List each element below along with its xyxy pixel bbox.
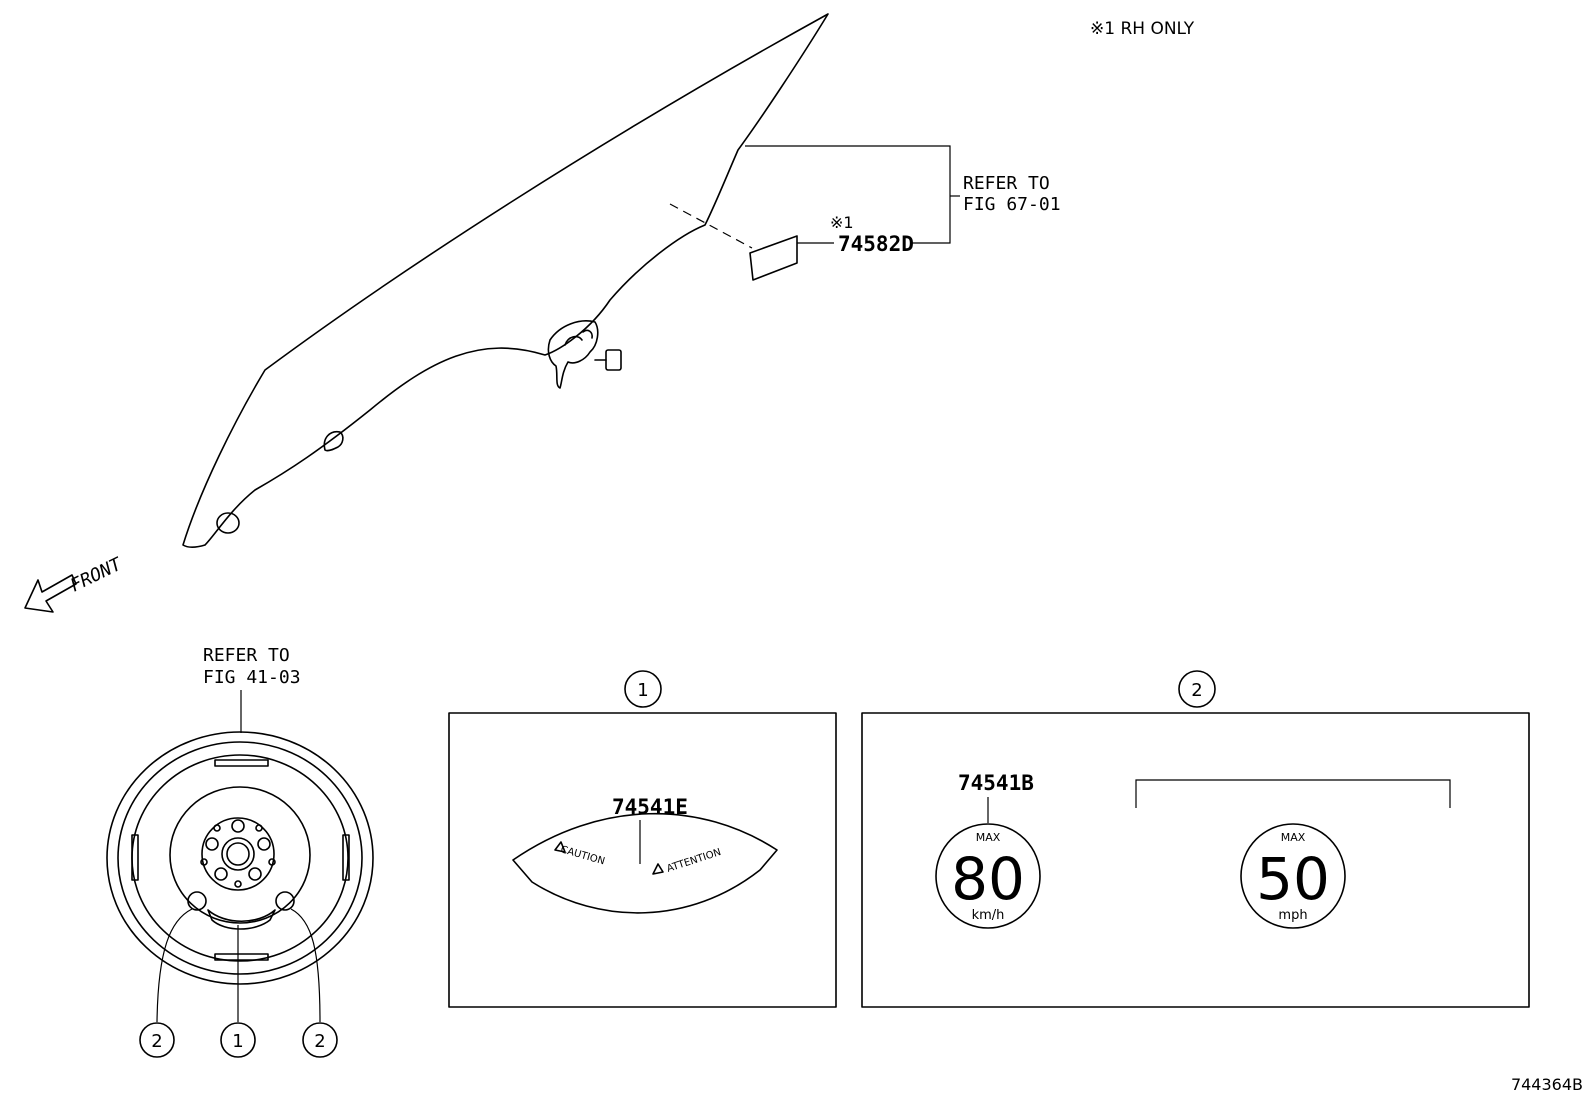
front-label: FRONT <box>67 553 126 596</box>
caution-text: CAUTION <box>559 844 606 867</box>
speed-label-position-right <box>275 891 295 911</box>
front-arrow: FRONT <box>24 553 126 613</box>
caution-warning-icon <box>554 841 566 853</box>
callout-2-right: 2 <box>302 1022 338 1058</box>
attention-text: ATTENTION <box>666 847 723 875</box>
speed-badge-kmh: MAX 80 km/h <box>935 823 1041 929</box>
callout-2-left: 2 <box>139 1022 175 1058</box>
svg-text:2: 2 <box>151 1031 162 1052</box>
speed-badge-kmh-max: MAX <box>976 831 1001 844</box>
caution-sticker <box>512 812 778 914</box>
caution-label-position <box>207 909 276 930</box>
rh-only-note: ※1 RH ONLY <box>1090 19 1195 39</box>
fig41-ref-line2: FIG 41-03 <box>203 667 301 688</box>
part-74582D-label: 74582D <box>838 232 914 256</box>
spare-wheel: REFER TO FIG 41-03 <box>106 645 374 1023</box>
speed-label-position-left <box>187 891 207 911</box>
svg-text:1: 1 <box>232 1031 243 1052</box>
part-74541B-label: 74541B <box>958 771 1034 795</box>
window-label-sticker <box>749 235 798 281</box>
attention-warning-icon <box>652 863 664 875</box>
fig67-ref-line1: REFER TO <box>963 173 1050 194</box>
speed-badge-mph: MAX 50 mph <box>1240 823 1346 929</box>
drawing-number: 744364B <box>1511 1075 1583 1094</box>
callout-1-center: 1 <box>220 1022 256 1058</box>
quarter-glass <box>182 13 829 549</box>
fig67-bracket <box>745 145 951 244</box>
speed-badge-kmh-value: 80 <box>951 845 1025 913</box>
detail-box-1-callout: 1 <box>637 680 648 701</box>
fig67-ref-line2: FIG 67-01 <box>963 194 1061 215</box>
speed-badge-mph-unit: mph <box>1278 908 1307 923</box>
variant-bracket <box>1135 779 1451 808</box>
rh-only-marker: ※1 <box>830 213 854 232</box>
svg-text:2: 2 <box>314 1031 325 1052</box>
detail-box-2-callout: 2 <box>1191 680 1202 701</box>
locator-dashed-line <box>669 203 753 249</box>
speed-badge-mph-value: 50 <box>1256 845 1330 913</box>
speed-badge-mph-max: MAX <box>1281 831 1306 844</box>
speed-badge-kmh-unit: km/h <box>972 908 1005 923</box>
fig41-ref-line1: REFER TO <box>203 645 290 666</box>
detail-box-2: 2 74541B MAX 80 km/h MAX 50 mph <box>861 670 1530 1008</box>
detail-box-1: 1 74541E CAUTION ATTENTION <box>448 670 837 1008</box>
